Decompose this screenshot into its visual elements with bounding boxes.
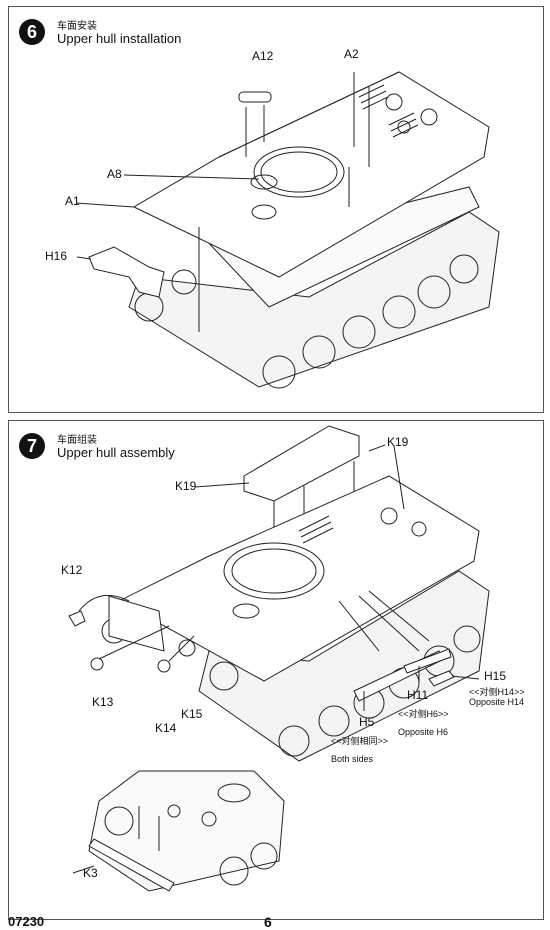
part-k3: [88, 838, 175, 892]
engine-grilles: [358, 84, 419, 138]
label-k15: K15: [181, 707, 203, 721]
label-a2: A2: [344, 47, 359, 61]
label-h15-note-cn: <<对侧H14>>: [469, 687, 525, 697]
track-assembly: [128, 211, 500, 388]
part-k14: [157, 659, 171, 673]
label-h16: H16: [45, 249, 68, 263]
label-k13: K13: [92, 695, 114, 709]
upper-hull-installation-drawing: [75, 71, 500, 389]
engine-grilles: [298, 515, 334, 544]
road-wheels: [134, 254, 479, 389]
label-h5: H5: [359, 715, 375, 729]
step-number-badge: 6: [19, 19, 45, 45]
part-a12: [238, 91, 272, 103]
label-k3: K3: [83, 866, 98, 880]
label-a1: A1: [65, 194, 80, 208]
label-h11-note-cn: <<对侧H6>>: [398, 709, 449, 719]
inset-wheels: [104, 806, 278, 886]
hatch: [251, 204, 277, 220]
part-h15: [428, 670, 455, 687]
part-k13: [90, 657, 104, 671]
label-h11: H11: [407, 688, 429, 702]
label-h15: H15: [484, 669, 507, 683]
step-6-panel: 6 车面安装 Upper hull installation: [8, 6, 544, 413]
part-k12: [68, 610, 86, 627]
label-h11-note-en: Opposite H6: [398, 727, 449, 737]
turret-ring: [223, 542, 325, 600]
label-h5-note-cn: <<对侧相同>>: [331, 736, 389, 746]
turret-ring: [253, 146, 345, 198]
step-7-panel: 7 车面组装 Upper hull assembly: [8, 420, 544, 920]
label-k12: K12: [61, 563, 83, 577]
hatch-a8: [250, 174, 278, 190]
front-plate: [108, 595, 165, 652]
step-title-chinese: 车面安装: [57, 21, 97, 32]
label-a8: A8: [107, 167, 122, 181]
label-k19-right: K19: [387, 435, 409, 449]
part-h11: [403, 648, 452, 674]
inset-hull-front: [88, 770, 285, 892]
part-k19-rear: [243, 425, 360, 502]
part-k15: [178, 639, 196, 657]
label-a12: A12: [252, 49, 274, 63]
kit-code: 07230: [8, 914, 45, 929]
upper-hull-deck: [117, 475, 480, 682]
part-h16: [88, 246, 165, 298]
label-h15-note-en: Opposite H14: [469, 697, 525, 707]
step-title-english: Upper hull installation: [57, 31, 182, 46]
step-number-badge: 7: [19, 433, 45, 459]
label-k19-left: K19: [175, 479, 197, 493]
page-number: 6: [264, 914, 272, 930]
label-k14: K14: [155, 721, 177, 735]
step-title-english: Upper hull assembly: [57, 445, 175, 460]
step-title-chinese: 车面组装: [57, 435, 97, 446]
label-h5-note-en: Both sides: [331, 754, 374, 764]
upper-hull-assembly-drawing: [68, 425, 490, 892]
